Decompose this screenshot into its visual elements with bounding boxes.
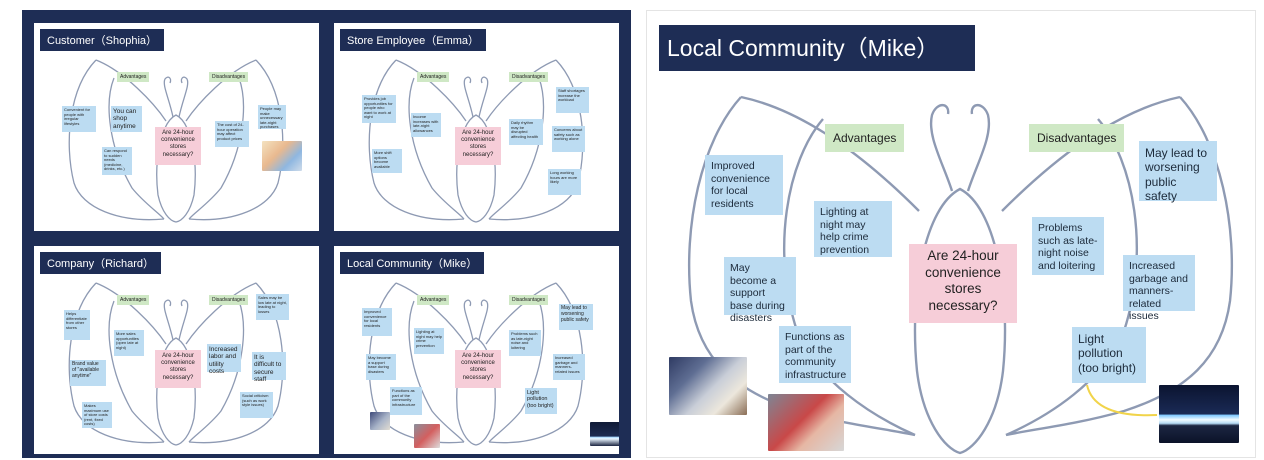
note-worsening: May lead to worsening public safety [559, 304, 593, 330]
note-sales-low: Sales may be low late at night, leading … [256, 294, 289, 320]
note-improved: Improved convenience for local residents [362, 308, 392, 336]
note-sales-opportunities: More sales opportunities (open late at n… [114, 330, 144, 356]
advantages-tag: Advantages [417, 72, 450, 82]
center-question: Are 24-hour convenience stores necessary… [155, 350, 201, 388]
note-lighting: Lighting at night may help crime prevent… [414, 328, 444, 354]
center-question: Are 24-hour convenience stores necessary… [909, 244, 1017, 323]
note-job-opportunities: Provides job opportunities for people wh… [362, 95, 396, 123]
photo-store-clerk [370, 412, 390, 430]
butterfly-outline [687, 95, 1234, 455]
slide-title: Company（Richard） [40, 252, 161, 274]
note-shop-anytime: You can shop anytime [111, 106, 142, 132]
note-functions: Functions as part of the community infra… [390, 387, 422, 415]
photo-night-store [590, 422, 619, 446]
center-question: Are 24-hour convenience stores necessary… [155, 127, 201, 165]
note-differentiate: Helps differentiate from other stores [64, 310, 90, 340]
note-support-base: May become a support base during disaste… [366, 354, 396, 380]
note-long-hours: Long working hours are more likely [548, 169, 581, 195]
note-convenient: Convenient for people with irregular lif… [62, 106, 96, 132]
note-social-criticism: Social criticism (such as work style iss… [240, 392, 273, 418]
note-brand-value: Brand value of "available anytime" [70, 360, 106, 386]
note-problems: Problems such as late-night noise and lo… [509, 330, 541, 356]
slide-customer[interactable]: Customer（Shophia） Advantages Disadvantag… [34, 23, 319, 231]
disadvantages-tag: Disadvantages [1029, 124, 1125, 152]
slide-title: Local Community（Mike） [340, 252, 485, 274]
note-store-costs: Makes maximum use of store costs (rent, … [82, 402, 112, 428]
photo-night-store [1159, 385, 1239, 443]
note-worsening: May lead to worsening public safety [1139, 141, 1217, 203]
center-question: Are 24-hour convenience stores necessary… [455, 127, 501, 165]
slide-title: Customer（Shophia） [40, 29, 165, 51]
note-garbage: Increased garbage and manners-related is… [553, 354, 585, 380]
note-support-base: May become a support base during disaste… [724, 257, 796, 324]
note-staff-shortages: Staff shortages increase the workload [556, 87, 589, 113]
note-problems: Problems such as late-night noise and lo… [1032, 217, 1104, 275]
page-title: Local Community（Mike） [659, 25, 975, 71]
note-improved: Improved convenience for local residents [705, 155, 783, 215]
note-late-night: People may make unnecessary late-night p… [258, 105, 286, 129]
main-slide-community: Local Community（Mike） Advantages Disadva… [646, 10, 1256, 458]
illustration-shopper [262, 141, 302, 171]
slide-grid-panel: Customer（Shophia） Advantages Disadvantag… [22, 10, 631, 458]
note-cost: The cost of 24-hour operation may affect… [215, 121, 249, 147]
slide-company[interactable]: Company（Richard） Advantages Disadvantage… [34, 246, 319, 454]
disadvantages-tag: Disadvantages [209, 72, 249, 82]
slide-title: Store Employee（Emma） [340, 29, 487, 51]
advantages-tag: Advantages [825, 124, 905, 152]
advantages-tag: Advantages [117, 72, 150, 82]
slide-community-small[interactable]: Local Community（Mike） Advantages Disadva… [334, 246, 619, 454]
note-sudden-needs: Can respond to sudden needs (medicine, d… [102, 147, 132, 175]
note-functions: Functions as part of the community infra… [779, 326, 851, 383]
note-safety: Concerns about safety such as working al… [552, 126, 585, 152]
slide-employee[interactable]: Store Employee（Emma） Advantages Disadvan… [334, 23, 619, 231]
disadvantages-tag: Disadvantages [209, 295, 249, 305]
disadvantages-tag: Disadvantages [509, 295, 549, 305]
pointer-line [1086, 384, 1158, 417]
note-light-pollution: Light pollution (too bright) [1072, 327, 1146, 383]
note-light-pollution: Light pollution (too bright) [525, 388, 557, 414]
note-lighting: Lighting at night may help crime prevent… [814, 201, 892, 257]
note-daily-rhythm: Daily rhythm may be disrupted affecting … [509, 119, 543, 145]
advantages-tag: Advantages [417, 295, 450, 305]
disadvantages-tag: Disadvantages [509, 72, 549, 82]
note-shift-options: More shift options become available [372, 149, 402, 173]
note-labor-costs: Increased labor and utility costs [207, 344, 241, 375]
photo-store-clerk [669, 357, 747, 415]
center-question: Are 24-hour convenience stores necessary… [455, 350, 501, 388]
note-income: Income increases with late-night allowan… [411, 113, 441, 137]
note-garbage: Increased garbage and manners-related is… [1123, 255, 1195, 322]
photo-atm [768, 394, 844, 451]
advantages-tag: Advantages [117, 295, 150, 305]
photo-atm [414, 424, 440, 448]
note-secure-staff: It is difficult to secure staff [252, 352, 286, 383]
